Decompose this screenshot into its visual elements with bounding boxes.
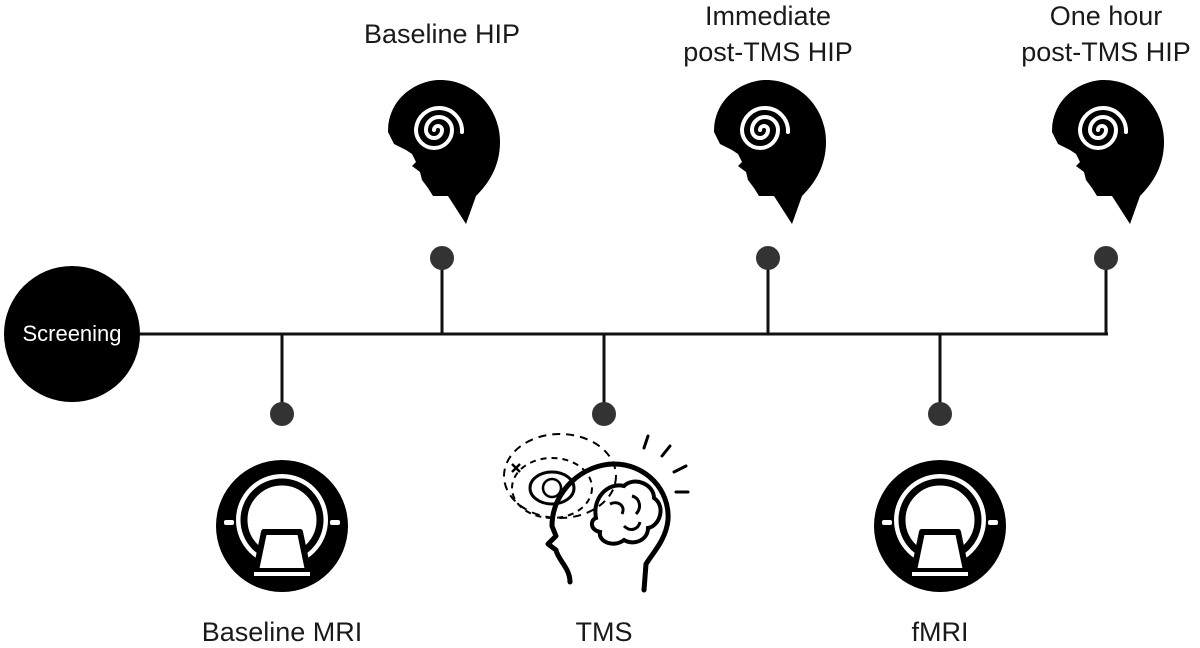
screening-label: Screening [22, 321, 122, 346]
tms-coil-head-icon [503, 433, 690, 593]
label-one-hour-hip-line-1: One hour [1049, 1, 1163, 31]
label-baseline-mri: Baseline MRI [201, 617, 363, 647]
label-one-hour-hip-line-2: post-TMS HIP [1021, 37, 1191, 67]
node-fmri [928, 402, 952, 426]
screening-node [4, 266, 140, 402]
label-immediate-hip-line-2: post-TMS HIP [683, 37, 853, 67]
mri-scanner-icon [874, 460, 1006, 592]
mri-scanner-icon [216, 460, 348, 592]
label-tms: TMS [575, 617, 633, 647]
node-one-hour-hip [1094, 246, 1118, 270]
hypnosis-head-icon [1050, 78, 1166, 226]
label-baseline-hip-line-1: Baseline HIP [363, 19, 521, 49]
node-immediate-hip [756, 246, 780, 270]
node-tms [592, 402, 616, 426]
node-baseline-hip [430, 246, 454, 270]
label-fmri: fMRI [911, 617, 969, 647]
label-immediate-hip-line-1: Immediate [704, 1, 832, 31]
hypnosis-head-icon [712, 78, 828, 226]
node-baseline-mri [270, 402, 294, 426]
hypnosis-head-icon [386, 78, 502, 226]
